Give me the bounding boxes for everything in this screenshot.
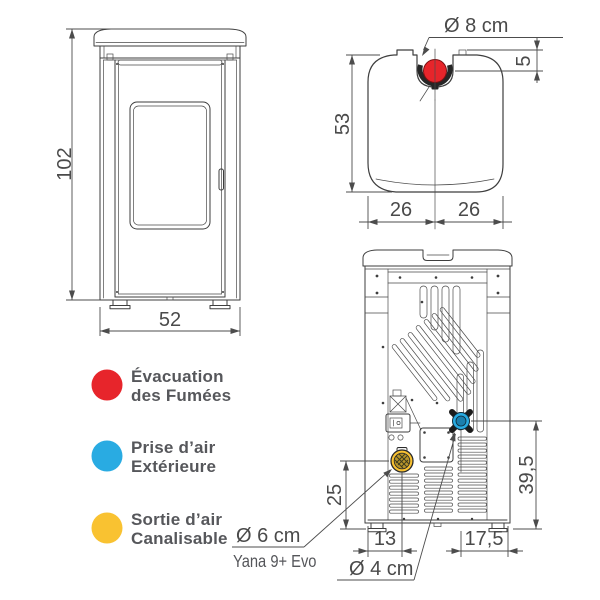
front-door	[114, 59, 226, 298]
topview-left-half-dim-label: 26	[390, 199, 412, 221]
front-door-glass	[129, 101, 211, 230]
front-body	[99, 45, 241, 301]
legend-label-ductable-air-outlet: Sortie d’air Canalisable	[131, 510, 228, 548]
topview-depth-dim-label: 53	[332, 113, 354, 135]
intake-diameter-callout: Ø 4 cm	[337, 432, 456, 581]
front-view: 102 52	[54, 28, 247, 336]
intake-diameter-label: Ø 4 cm	[349, 558, 413, 580]
legend-label-fumes-exhaust: Évacuation des Fumées	[131, 367, 231, 405]
topview-right-half-dim-label: 26	[458, 199, 480, 221]
front-collar-band	[99, 45, 241, 66]
back-duct-height-dim-label: 25	[324, 484, 346, 506]
back-shell	[364, 265, 511, 524]
legend-dot-ductable-air-outlet	[91, 512, 123, 544]
legend-dot-fumes-exhaust	[91, 369, 123, 401]
front-width-dim-label: 52	[159, 309, 181, 331]
top-view-outline	[367, 49, 504, 193]
front-top-cap	[93, 28, 247, 47]
back-access-plate	[419, 427, 454, 463]
front-door-handle	[218, 168, 224, 191]
duct-outlet-connector	[390, 447, 414, 473]
flue-outlet	[417, 48, 453, 230]
back-duct-offset-dimension: 13	[353, 472, 417, 557]
topview-flue-diameter-label: Ø 8 cm	[444, 15, 508, 37]
legend-item-ductable-air-outlet: Sortie d’air Canalisable	[91, 510, 228, 548]
front-height-dimension: 102	[54, 28, 160, 301]
back-duct-offset-dim-label: 13	[374, 528, 396, 550]
back-view: 25 39,5 13 17,5	[232, 249, 542, 581]
back-vent-top-slots	[419, 285, 461, 355]
back-vent-diagonal-slats	[391, 307, 481, 402]
legend-item-fumes-exhaust: Évacuation des Fumées	[91, 367, 231, 405]
back-bottom-slats	[389, 436, 487, 514]
topview-flue-offset-dim-label: 5	[513, 55, 535, 66]
back-intake-offset-dimension: 17,5	[446, 526, 523, 557]
top-view: Ø 8 cm 53 5	[332, 15, 563, 230]
back-duct-height-dimension: 25	[324, 460, 389, 530]
product-name-label: Yana 9+ Evo	[233, 552, 316, 571]
legend-item-external-air-intake: Prise d’air Extérieure	[91, 438, 220, 476]
air-intake-connector	[449, 409, 473, 473]
back-top-cap	[362, 249, 513, 267]
flue-diameter-callout: Ø 8 cm	[422, 15, 563, 56]
duct-diameter-label: Ø 6 cm	[236, 525, 300, 547]
front-width-dimension: 52	[99, 307, 241, 336]
topview-half-width-dimensions: 26 26	[359, 196, 512, 229]
back-panel-screws	[381, 300, 474, 521]
front-base	[99, 296, 241, 310]
back-intake-height-dimension: 39,5	[471, 420, 542, 530]
front-height-dim-label: 102	[54, 147, 76, 180]
topview-depth-dimension: 53	[332, 54, 392, 193]
legend-label-external-air-intake: Prise d’air Extérieure	[131, 438, 220, 476]
legend-dot-external-air-intake	[91, 440, 123, 472]
back-power-switch-assembly	[385, 389, 422, 441]
back-intake-offset-dim-label: 17,5	[465, 528, 504, 550]
duct-diameter-callout: Ø 6 cm	[232, 469, 392, 548]
legend: Évacuation des Fumées Prise d’air Extéri…	[91, 367, 231, 548]
topview-flue-offset-dimension: 5	[455, 38, 543, 83]
back-intake-height-dim-label: 39,5	[516, 456, 538, 495]
